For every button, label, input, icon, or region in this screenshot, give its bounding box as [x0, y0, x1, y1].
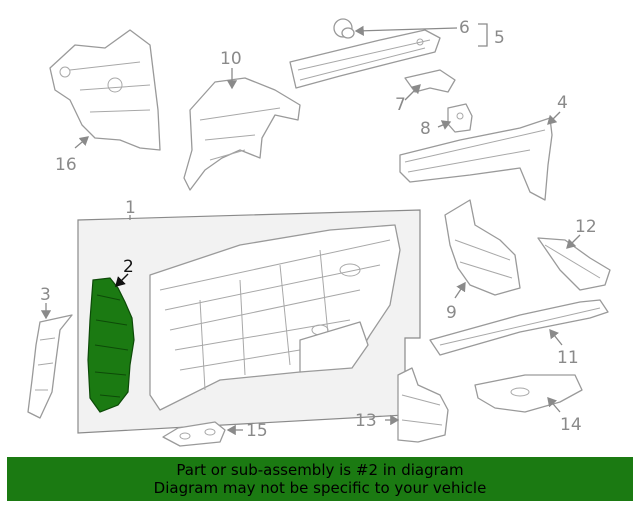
callout-14: 14 [560, 415, 582, 435]
part-15 [162, 421, 226, 447]
callout-10: 10 [220, 49, 242, 69]
callout-5: 5 [494, 28, 505, 48]
callout-3: 3 [40, 285, 51, 305]
callout-12: 12 [575, 217, 597, 237]
inner-structure-drawing [149, 224, 401, 411]
callout-15: 15 [246, 421, 268, 441]
callout-7: 7 [395, 95, 406, 115]
part-13 [397, 367, 449, 443]
info-banner: Part or sub-assembly is #2 in diagram Di… [7, 457, 633, 501]
callout-13: 13 [355, 411, 377, 431]
callout-2: 2 [123, 257, 134, 277]
part-9 [444, 199, 521, 296]
part-2-highlighted [87, 277, 135, 413]
callout-8: 8 [420, 119, 431, 139]
part-14 [474, 374, 583, 413]
callout-16: 16 [55, 155, 77, 175]
part-4 [399, 117, 553, 201]
part-16 [49, 29, 161, 151]
callout-9: 9 [446, 303, 457, 323]
part-11 [429, 299, 609, 356]
part-6 [333, 18, 355, 39]
part-3 [27, 314, 73, 419]
callout-1: 1 [125, 198, 136, 218]
part-7 [404, 69, 456, 93]
part-10 [183, 77, 301, 191]
callout-4: 4 [557, 93, 568, 113]
part-12 [537, 237, 611, 291]
callout-11: 11 [557, 348, 579, 368]
part-8 [447, 103, 473, 133]
banner-line-1: Part or sub-assembly is #2 in diagram [176, 461, 464, 479]
banner-line-2: Diagram may not be specific to your vehi… [153, 479, 487, 497]
part-5 [289, 29, 441, 89]
callout-6: 6 [459, 18, 470, 38]
